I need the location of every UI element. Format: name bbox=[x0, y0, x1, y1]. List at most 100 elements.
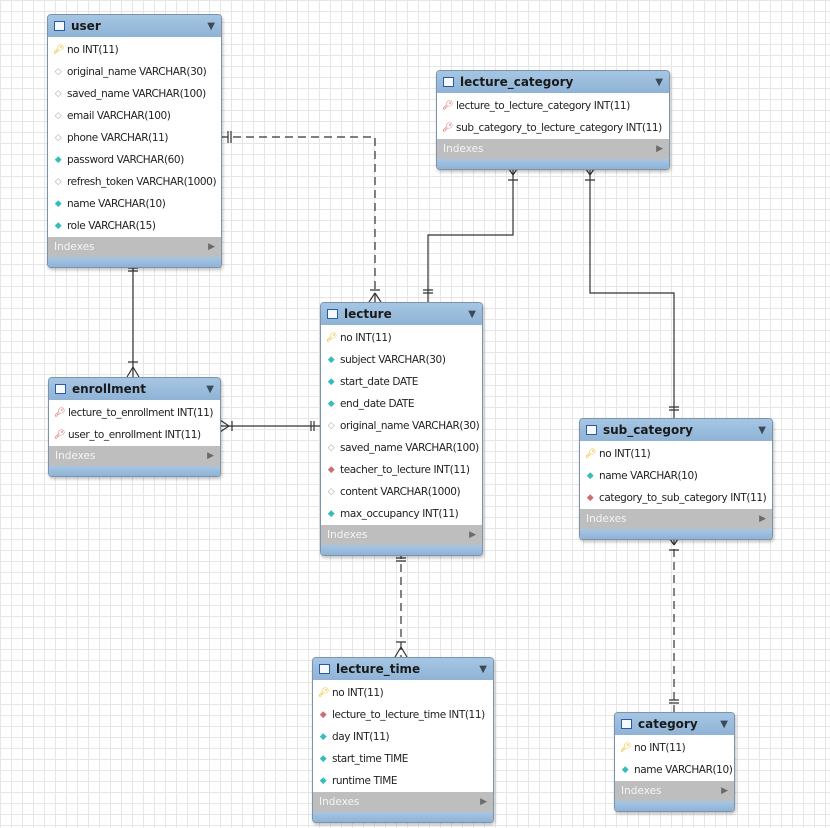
column-row[interactable]: ◆start_time TIME bbox=[313, 748, 493, 770]
table-lecture-time[interactable]: lecture_time ▼ 🔑︎no INT(11) ◆lecture_to_… bbox=[312, 657, 494, 823]
relation-user-enrollment[interactable] bbox=[126, 262, 140, 378]
column-row[interactable]: 🔑︎no INT(11) bbox=[580, 443, 772, 465]
column-row[interactable]: ◆password VARCHAR(60) bbox=[48, 149, 221, 171]
column-row[interactable]: ◆role VARCHAR(15) bbox=[48, 215, 221, 237]
column-row[interactable]: ◇original_name VARCHAR(30) bbox=[48, 61, 221, 83]
indexes-bar[interactable]: Indexes ▶ bbox=[321, 525, 482, 545]
table-sub-category[interactable]: sub_category ▼ 🔑︎no INT(11) ◆name VARCHA… bbox=[579, 418, 773, 540]
table-title: enrollment bbox=[72, 382, 146, 396]
table-enrollment[interactable]: enrollment ▼ 🔑︎lecture_to_enrollment INT… bbox=[48, 377, 221, 477]
column-row[interactable]: 🔑︎lecture_to_enrollment INT(11) bbox=[49, 402, 220, 424]
column-row[interactable]: ◇content VARCHAR(1000) bbox=[321, 481, 482, 503]
column-label: email VARCHAR(100) bbox=[67, 110, 171, 122]
table-header[interactable]: lecture_time ▼ bbox=[313, 658, 493, 680]
not-null-diamond-icon: ◆ bbox=[327, 399, 335, 409]
table-lecture-category[interactable]: lecture_category ▼ 🔑︎lecture_to_lecture_… bbox=[436, 70, 670, 170]
column-row[interactable]: ◆end_date DATE bbox=[321, 393, 482, 415]
relation-user-lecture[interactable] bbox=[220, 131, 382, 303]
table-header[interactable]: lecture_category ▼ bbox=[437, 71, 669, 93]
column-label: refresh_token VARCHAR(1000) bbox=[67, 176, 217, 188]
foreign-key-diamond-icon: ◆ bbox=[327, 465, 335, 475]
table-category[interactable]: category ▼ 🔑︎no INT(11) ◆name VARCHAR(10… bbox=[614, 712, 735, 812]
column-row[interactable]: ◆lecture_to_lecture_time INT(11) bbox=[313, 704, 493, 726]
table-lecture[interactable]: lecture ▼ 🔑︎no INT(11) ◆subject VARCHAR(… bbox=[320, 302, 483, 556]
relation-lecture-enrollment[interactable] bbox=[219, 419, 321, 433]
indexes-bar[interactable]: Indexes▶ bbox=[313, 792, 493, 812]
column-row[interactable]: ◆day INT(11) bbox=[313, 726, 493, 748]
column-label: lecture_to_enrollment INT(11) bbox=[68, 407, 214, 419]
indexes-bar[interactable]: Indexes▶ bbox=[580, 509, 772, 529]
indexes-label: Indexes bbox=[54, 241, 95, 253]
column-label: category_to_sub_category INT(11) bbox=[599, 492, 767, 504]
expand-arrow-icon[interactable]: ▶ bbox=[656, 144, 663, 154]
column-row[interactable]: 🔑︎user_to_enrollment INT(11) bbox=[49, 424, 220, 446]
column-row[interactable]: ◆name VARCHAR(10) bbox=[580, 465, 772, 487]
relation-lecture-lecture-category[interactable] bbox=[423, 165, 520, 302]
column-row[interactable]: ◇ refresh_token VARCHAR(1000) bbox=[48, 171, 221, 193]
chevron-down-icon[interactable]: ▼ bbox=[720, 718, 728, 730]
column-row[interactable]: ◆ teacher_to_lecture INT(11) bbox=[321, 459, 482, 481]
column-row[interactable]: ◆max_occupancy INT(11) bbox=[321, 503, 482, 525]
indexes-bar[interactable]: Indexes▶ bbox=[437, 139, 669, 159]
column-label: user_to_enrollment INT(11) bbox=[68, 429, 201, 441]
column-row[interactable]: ◆runtime TIME bbox=[313, 770, 493, 792]
chevron-down-icon[interactable]: ▼ bbox=[479, 663, 487, 675]
table-header[interactable]: enrollment ▼ bbox=[49, 378, 220, 400]
column-row[interactable]: 🔑︎no INT(11) bbox=[615, 737, 734, 759]
column-row[interactable]: ◆name VARCHAR(10) bbox=[48, 193, 221, 215]
table-footer bbox=[615, 801, 734, 811]
column-row[interactable]: 🔑︎sub_category_to_lecture_category INT(1… bbox=[437, 117, 669, 139]
expand-arrow-icon[interactable]: ▶ bbox=[208, 242, 215, 252]
column-row[interactable]: ◇saved_name VARCHAR(100) bbox=[321, 437, 482, 459]
nullable-diamond-icon: ◇ bbox=[54, 177, 62, 187]
expand-arrow-icon[interactable]: ▶ bbox=[207, 451, 214, 461]
column-row[interactable]: ◆name VARCHAR(10) bbox=[615, 759, 734, 781]
table-icon bbox=[55, 384, 66, 394]
relation-sub-category-lecture-category[interactable] bbox=[583, 165, 679, 418]
column-row[interactable]: ◇original_name VARCHAR(30) bbox=[321, 415, 482, 437]
column-row[interactable]: ◆subject VARCHAR(30) bbox=[321, 349, 482, 371]
chevron-down-icon[interactable]: ▼ bbox=[468, 308, 476, 320]
nullable-diamond-icon: ◇ bbox=[54, 89, 62, 99]
column-row[interactable]: ◆start_date DATE bbox=[321, 371, 482, 393]
column-label: no INT(11) bbox=[332, 687, 384, 699]
indexes-bar[interactable]: Indexes▶ bbox=[49, 446, 220, 466]
chevron-down-icon[interactable]: ▼ bbox=[758, 424, 766, 436]
column-row[interactable]: 🔑︎no INT(11) bbox=[313, 682, 493, 704]
indexes-bar[interactable]: Indexes▶ bbox=[615, 781, 734, 801]
chevron-down-icon[interactable]: ▼ bbox=[206, 383, 214, 395]
column-row[interactable]: 🔑︎no INT(11) bbox=[48, 39, 221, 61]
chevron-down-icon[interactable]: ▼ bbox=[207, 20, 215, 32]
relation-lecture-lecture-time[interactable] bbox=[394, 551, 408, 658]
column-row[interactable]: ◇phone VARCHAR(11) bbox=[48, 127, 221, 149]
column-label: sub_category_to_lecture_category INT(11) bbox=[456, 122, 662, 134]
table-header[interactable]: category ▼ bbox=[615, 713, 734, 735]
not-null-diamond-icon: ◆ bbox=[621, 765, 629, 775]
indexes-label: Indexes bbox=[327, 529, 368, 541]
table-title: lecture bbox=[344, 307, 392, 321]
table-user[interactable]: user ▼ 🔑︎no INT(11) ◇original_name VARCH… bbox=[47, 14, 222, 268]
relation-category-sub-category[interactable] bbox=[667, 535, 681, 712]
column-row[interactable]: ◇email VARCHAR(100) bbox=[48, 105, 221, 127]
column-label: teacher_to_lecture INT(11) bbox=[340, 464, 470, 476]
table-icon bbox=[327, 309, 338, 319]
column-row[interactable]: 🔑︎lecture_to_lecture_category INT(11) bbox=[437, 95, 669, 117]
column-row[interactable]: ◆category_to_sub_category INT(11) bbox=[580, 487, 772, 509]
expand-arrow-icon[interactable]: ▶ bbox=[721, 786, 728, 796]
nullable-diamond-icon: ◇ bbox=[327, 421, 335, 431]
column-label: name VARCHAR(10) bbox=[67, 198, 166, 210]
column-row[interactable]: 🔑︎no INT(11) bbox=[321, 327, 482, 349]
expand-arrow-icon[interactable]: ▶ bbox=[480, 797, 487, 807]
not-null-diamond-icon: ◆ bbox=[54, 221, 62, 231]
expand-arrow-icon[interactable]: ▶ bbox=[469, 530, 476, 540]
table-header[interactable]: sub_category ▼ bbox=[580, 419, 772, 441]
column-label: original_name VARCHAR(30) bbox=[67, 66, 207, 78]
table-header[interactable]: user ▼ bbox=[48, 15, 221, 37]
table-header[interactable]: lecture ▼ bbox=[321, 303, 482, 325]
foreign-key-primary-icon: 🔑︎ bbox=[54, 408, 66, 418]
chevron-down-icon[interactable]: ▼ bbox=[655, 76, 663, 88]
indexes-bar[interactable]: Indexes ▶ bbox=[48, 237, 221, 257]
column-row[interactable]: ◇saved_name VARCHAR(100) bbox=[48, 83, 221, 105]
expand-arrow-icon[interactable]: ▶ bbox=[759, 514, 766, 524]
nullable-diamond-icon: ◇ bbox=[327, 487, 335, 497]
